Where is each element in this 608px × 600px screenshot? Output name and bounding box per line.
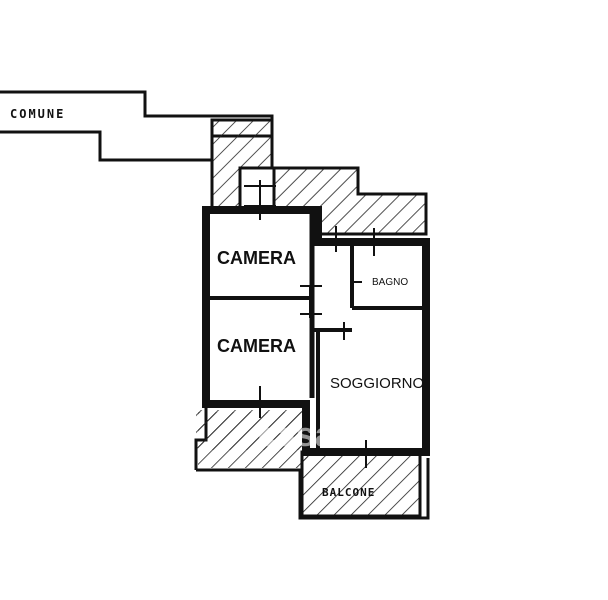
terrace-hatch xyxy=(272,166,428,236)
door-markers xyxy=(244,180,375,468)
bottom-terrace-fill xyxy=(198,412,308,468)
label-camera-top: CAMERA xyxy=(217,248,296,268)
label-living-room: SOGGIORNO xyxy=(330,375,424,392)
watermark: casa.it xyxy=(258,416,364,454)
balcony-hatch xyxy=(300,450,422,518)
label-camera-bottom: CAMERA xyxy=(217,336,296,356)
balcony-outer-line xyxy=(196,458,430,520)
apartment-outer-walls xyxy=(202,206,430,456)
label-bathroom: BAGNO xyxy=(372,277,408,288)
label-balcony: BALCONE xyxy=(322,486,375,499)
stair-landing-hatch xyxy=(210,118,274,210)
label-common-area: COMUNE xyxy=(10,107,65,121)
